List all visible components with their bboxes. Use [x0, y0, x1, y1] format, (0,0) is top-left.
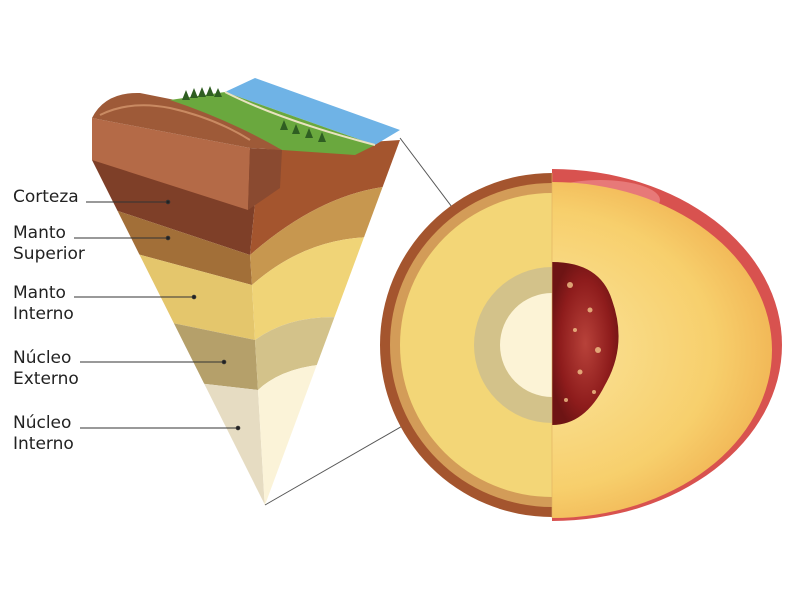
crust-block-side: [248, 148, 282, 210]
earth-cross-section: [380, 173, 552, 517]
crust-rock-highlight: [99, 104, 251, 141]
label-leaders: [74, 199, 241, 431]
label-manto-interno-line2: Interno: [13, 304, 74, 324]
coastline: [224, 91, 376, 146]
cone-upper-mantle-left: [92, 200, 252, 285]
label-nucleo-externo-line1: Núcleo: [13, 348, 72, 368]
leader-nucleo-externo-dot: [221, 359, 227, 365]
label-manto-interno: Manto Interno: [13, 283, 74, 325]
label-nucleo-externo-line2: Externo: [13, 369, 79, 389]
leader-manto-interno-dot: [191, 294, 197, 300]
cone-upper-mantle-right: [250, 185, 400, 285]
cone-crust-right: [250, 140, 400, 255]
label-manto-superior-line1: Manto: [13, 223, 66, 243]
leader-manto-superior-dot: [165, 235, 171, 241]
label-nucleo-interno-line1: Núcleo: [13, 413, 72, 433]
cone-inner-core-left: [92, 370, 265, 505]
crust-block-front: [92, 118, 250, 210]
leader-corteza-dot: [165, 199, 171, 205]
label-nucleo-interno: Núcleo Interno: [13, 413, 74, 455]
peach-pit: [552, 262, 619, 425]
peach-flesh: [552, 182, 772, 518]
label-corteza-line1: Corteza: [13, 187, 79, 207]
label-nucleo-externo: Núcleo Externo: [13, 348, 79, 390]
ocean-surface: [225, 78, 400, 145]
peach-half: [552, 169, 782, 521]
earth-cone: [92, 78, 400, 505]
section-inner-core: [500, 293, 552, 397]
label-manto-superior: Manto Superior: [13, 223, 85, 265]
pit-texture: [564, 282, 601, 402]
leader-nucleo-interno-dot: [235, 425, 241, 431]
crust-rock-top: [92, 92, 282, 150]
label-corteza: Corteza: [13, 187, 79, 208]
forest: [182, 86, 326, 142]
label-manto-superior-line2: Superior: [13, 244, 85, 264]
label-manto-interno-line1: Manto: [13, 283, 66, 303]
label-nucleo-interno-line2: Interno: [13, 434, 74, 454]
